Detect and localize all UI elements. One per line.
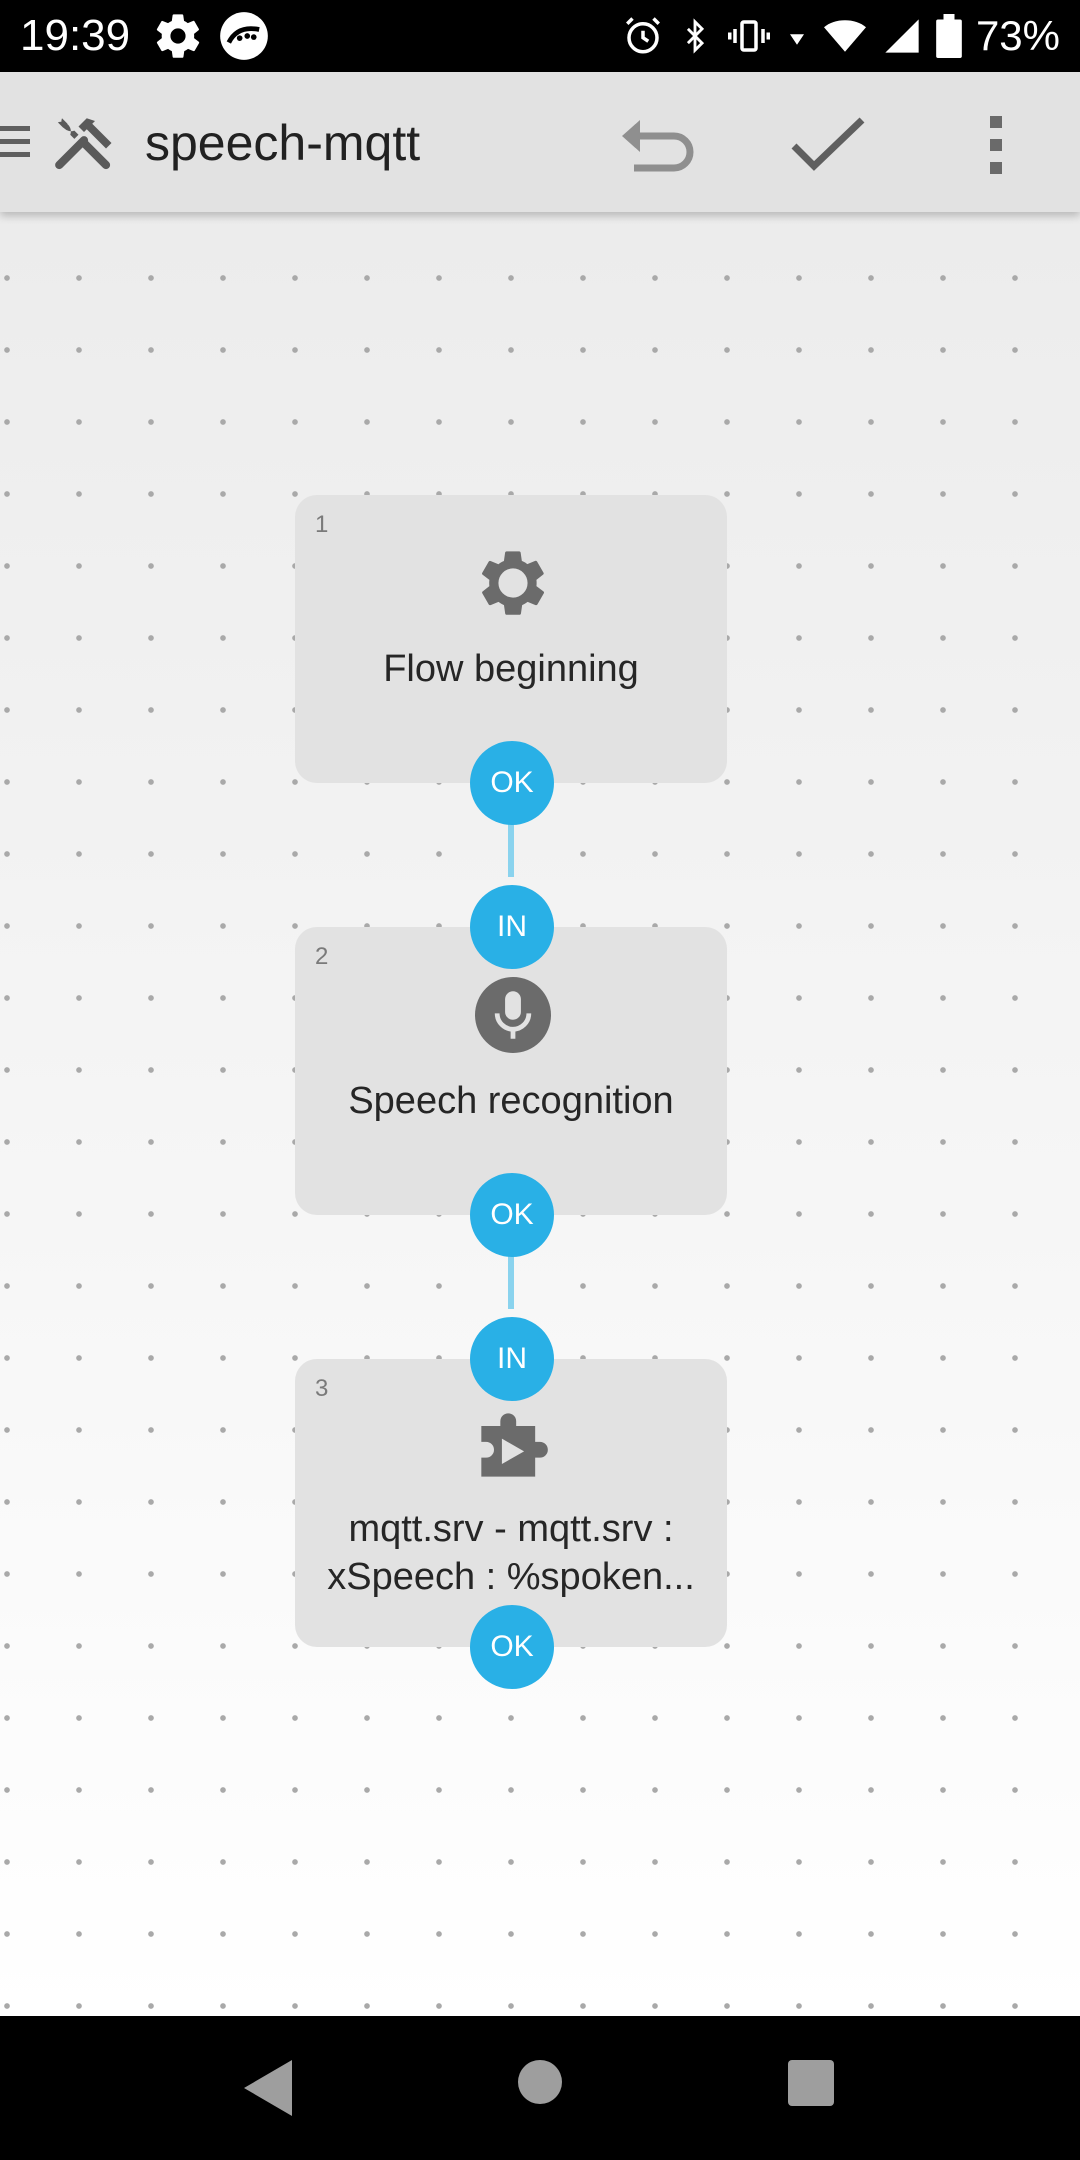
microphone-icon [475, 977, 551, 1053]
block-number: 1 [315, 511, 329, 538]
port-ok[interactable]: OK [470, 741, 554, 825]
back-icon[interactable] [240, 2058, 296, 2118]
tools-icon [55, 118, 112, 170]
status-time: 19:39 [20, 11, 131, 60]
settings-gear-icon [156, 14, 200, 58]
undo-icon[interactable] [620, 112, 700, 178]
flow-block-beginning[interactable]: 1 Flow beginning [295, 495, 727, 783]
cell-signal-icon [885, 19, 919, 53]
alarm-icon [625, 17, 660, 54]
plugin-puzzle-icon [481, 1413, 548, 1477]
connector-line [508, 783, 514, 877]
port-in[interactable]: IN [470, 1317, 554, 1401]
status-bar: 19:39 73% [0, 0, 1080, 72]
checkmark-icon[interactable] [790, 112, 866, 178]
block-label: Flow beginning [383, 648, 639, 690]
battery-icon [936, 14, 962, 58]
drawer-menu-icon[interactable] [0, 122, 30, 162]
vibrate-icon [727, 20, 770, 52]
block-label-line2: xSpeech : %spoken... [327, 1556, 695, 1598]
wifi-icon [823, 20, 866, 52]
flow-canvas[interactable]: 1 Flow beginning OK IN 2 Speech recognit… [0, 212, 1080, 2016]
flow-block-speech-recognition[interactable]: 2 Speech recognition [295, 927, 727, 1215]
bluetooth-icon [686, 18, 705, 54]
port-ok[interactable]: OK [470, 1173, 554, 1257]
wifi-arrow-icon [789, 34, 804, 45]
flow-block-plugin[interactable]: 3 mqtt.srv - mqtt.srv : xSpeech : %spoke… [295, 1359, 727, 1647]
port-ok[interactable]: OK [470, 1605, 554, 1689]
flow-title: speech-mqtt [145, 115, 421, 171]
battery-percent: 73% [975, 12, 1060, 59]
app-toolbar: speech-mqtt [0, 72, 1080, 212]
block-label: Speech recognition [348, 1080, 674, 1122]
navigation-bar [0, 2016, 1080, 2160]
block-number: 3 [315, 1375, 329, 1402]
block-number: 2 [315, 943, 329, 970]
home-icon[interactable] [518, 2060, 562, 2104]
port-in[interactable]: IN [470, 885, 554, 969]
connector-line [508, 1215, 514, 1309]
more-vert-icon[interactable] [984, 112, 1008, 178]
block-label-line1: mqtt.srv - mqtt.srv : [348, 1508, 674, 1550]
app-notification-icon [220, 12, 268, 60]
recents-icon[interactable] [788, 2060, 834, 2106]
gear-icon [482, 551, 544, 615]
